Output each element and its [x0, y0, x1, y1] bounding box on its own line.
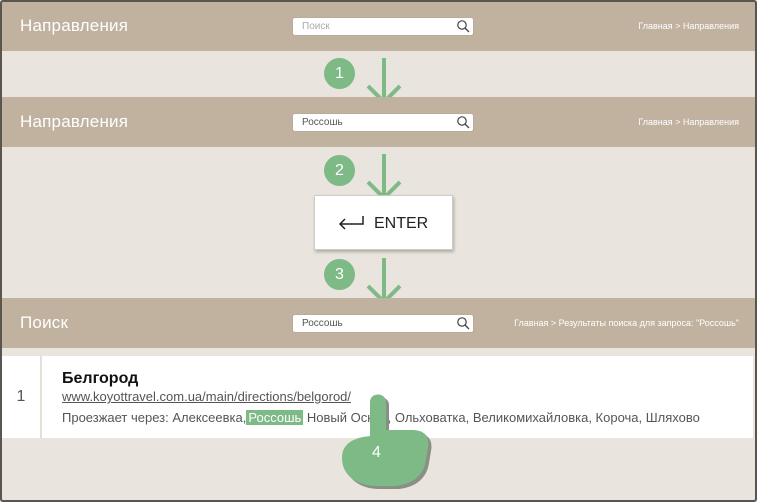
result-url[interactable]: www.koyottravel.com.ua/main/directions/b… [62, 389, 352, 404]
breadcrumb[interactable]: Главная > Направления [638, 21, 739, 31]
search-value: Россошь [302, 117, 343, 128]
search-placeholder: Поиск [302, 21, 330, 32]
result-description: Проезжает через: Алексеевка,Россошь Новы… [62, 410, 700, 425]
step-badge-1: 1 [324, 58, 355, 89]
header-bar-typed: Направления Россошь Главная > Направлени… [2, 97, 755, 147]
step-badge-3: 3 [324, 259, 355, 290]
result-title[interactable]: Белгород [62, 370, 139, 387]
result-number: 1 [2, 356, 42, 438]
search-input[interactable]: Россошь [292, 113, 474, 132]
breadcrumb[interactable]: Главная > Результаты поиска для запроса:… [514, 318, 739, 328]
breadcrumb[interactable]: Главная > Направления [638, 117, 739, 127]
page-title: Направления [20, 112, 129, 131]
enter-icon [338, 216, 364, 230]
header-bar-results: Поиск Россошь Главная > Результаты поиск… [2, 298, 755, 348]
step-badge-2: 2 [324, 155, 355, 186]
search-input[interactable]: Россошь [292, 314, 474, 333]
page-title: Направления [20, 16, 129, 35]
search-icon[interactable] [456, 115, 470, 129]
search-icon[interactable] [456, 19, 470, 33]
header-bar-initial: Направления Поиск Главная > Направления [2, 1, 755, 51]
page-title: Поиск [20, 313, 69, 332]
result-desc-suffix: Новый Оскол, Ольховатка, Великомихайловк… [303, 410, 700, 425]
enter-key-label: ENTER [374, 215, 429, 232]
search-input[interactable]: Поиск [292, 17, 474, 36]
enter-key[interactable]: ENTER [314, 195, 453, 250]
hand-pointer-icon [342, 394, 432, 489]
step-badge-4: 4 [372, 444, 381, 461]
search-icon[interactable] [456, 316, 470, 330]
result-desc-prefix: Проезжает через: Алексеевка, [62, 410, 247, 425]
result-highlight: Россошь [246, 410, 304, 425]
search-value: Россошь [302, 318, 343, 329]
